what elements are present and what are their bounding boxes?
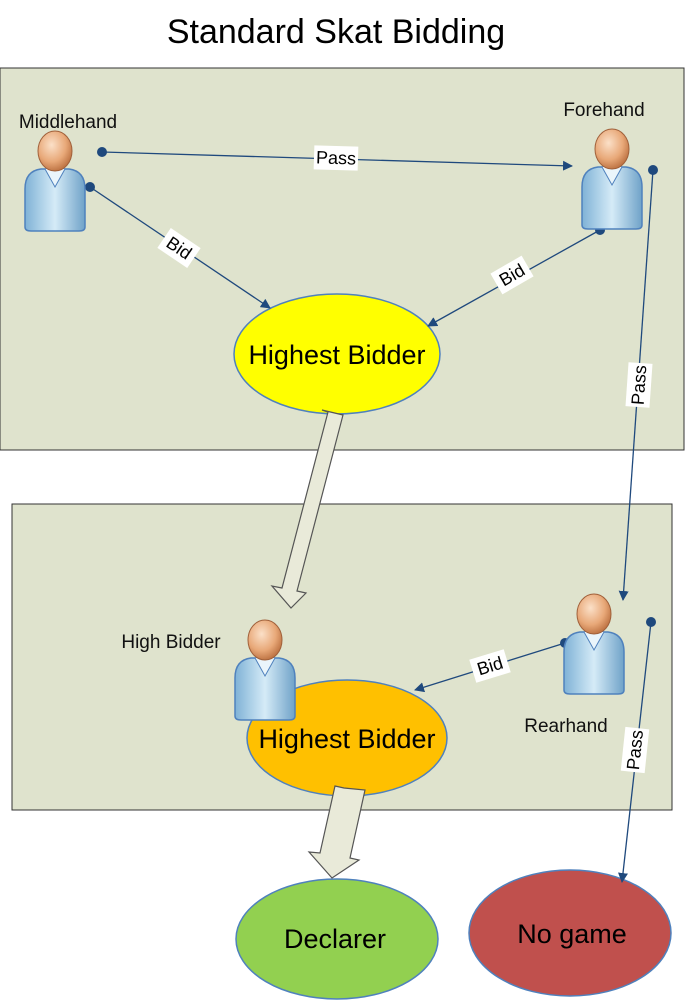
edge-label-middle-fore: Pass (313, 145, 359, 171)
connector-dot (97, 147, 107, 157)
block-arrow-top-to-high-bidder (270, 409, 344, 609)
declarer-label: Declarer (284, 924, 386, 954)
svg-text:Pass: Pass (316, 147, 357, 168)
high-bidder-label: High Bidder (121, 632, 221, 653)
highest-bidder-bottom-label: Highest Bidder (258, 724, 435, 754)
edge-label-fore-rear: Pass (625, 362, 653, 408)
page-title: Standard Skat Bidding (167, 13, 505, 51)
block-arrow-to-declarer (307, 785, 366, 879)
highest-bidder-top-label: Highest Bidder (248, 340, 425, 370)
declarer-node (235, 878, 439, 1000)
no-game-node (468, 869, 672, 997)
middlehand-label: Middlehand (19, 112, 117, 133)
edge-label-rear-nogame: Pass (620, 726, 650, 774)
svg-text:Pass: Pass (628, 364, 651, 405)
connector-dot (648, 165, 658, 175)
connector-dot (85, 182, 95, 192)
no-game-label: No game (517, 919, 627, 949)
connector-dot (646, 617, 656, 627)
rearhand-label: Rearhand (524, 716, 607, 737)
edge-label-rear-highest: Bid (469, 649, 511, 683)
svg-text:Pass: Pass (623, 729, 647, 771)
forehand-label: Forehand (563, 100, 644, 121)
